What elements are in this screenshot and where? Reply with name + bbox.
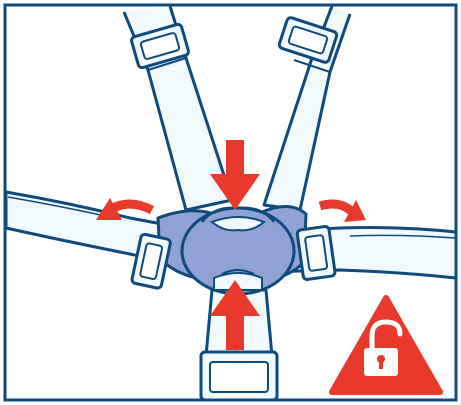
right-waist-adjuster — [295, 225, 337, 281]
up-press-arrow-icon — [210, 280, 260, 350]
crotch-strap-adjuster — [199, 350, 279, 402]
right-curved-arrow-icon — [318, 199, 366, 222]
padlock-shackle — [369, 319, 403, 355]
left-curved-arrow-icon — [96, 198, 155, 220]
left-waist-adjuster — [130, 232, 172, 290]
down-press-arrow-icon — [210, 140, 260, 210]
buckle-lower-slot — [213, 272, 263, 291]
right-shoulder-adjuster — [277, 16, 339, 64]
unlocked-padlock-warning-icon — [329, 295, 443, 395]
left-shoulder-adjuster — [130, 22, 190, 70]
buckle-upper-slot — [210, 216, 266, 232]
buckle-body — [180, 206, 296, 296]
